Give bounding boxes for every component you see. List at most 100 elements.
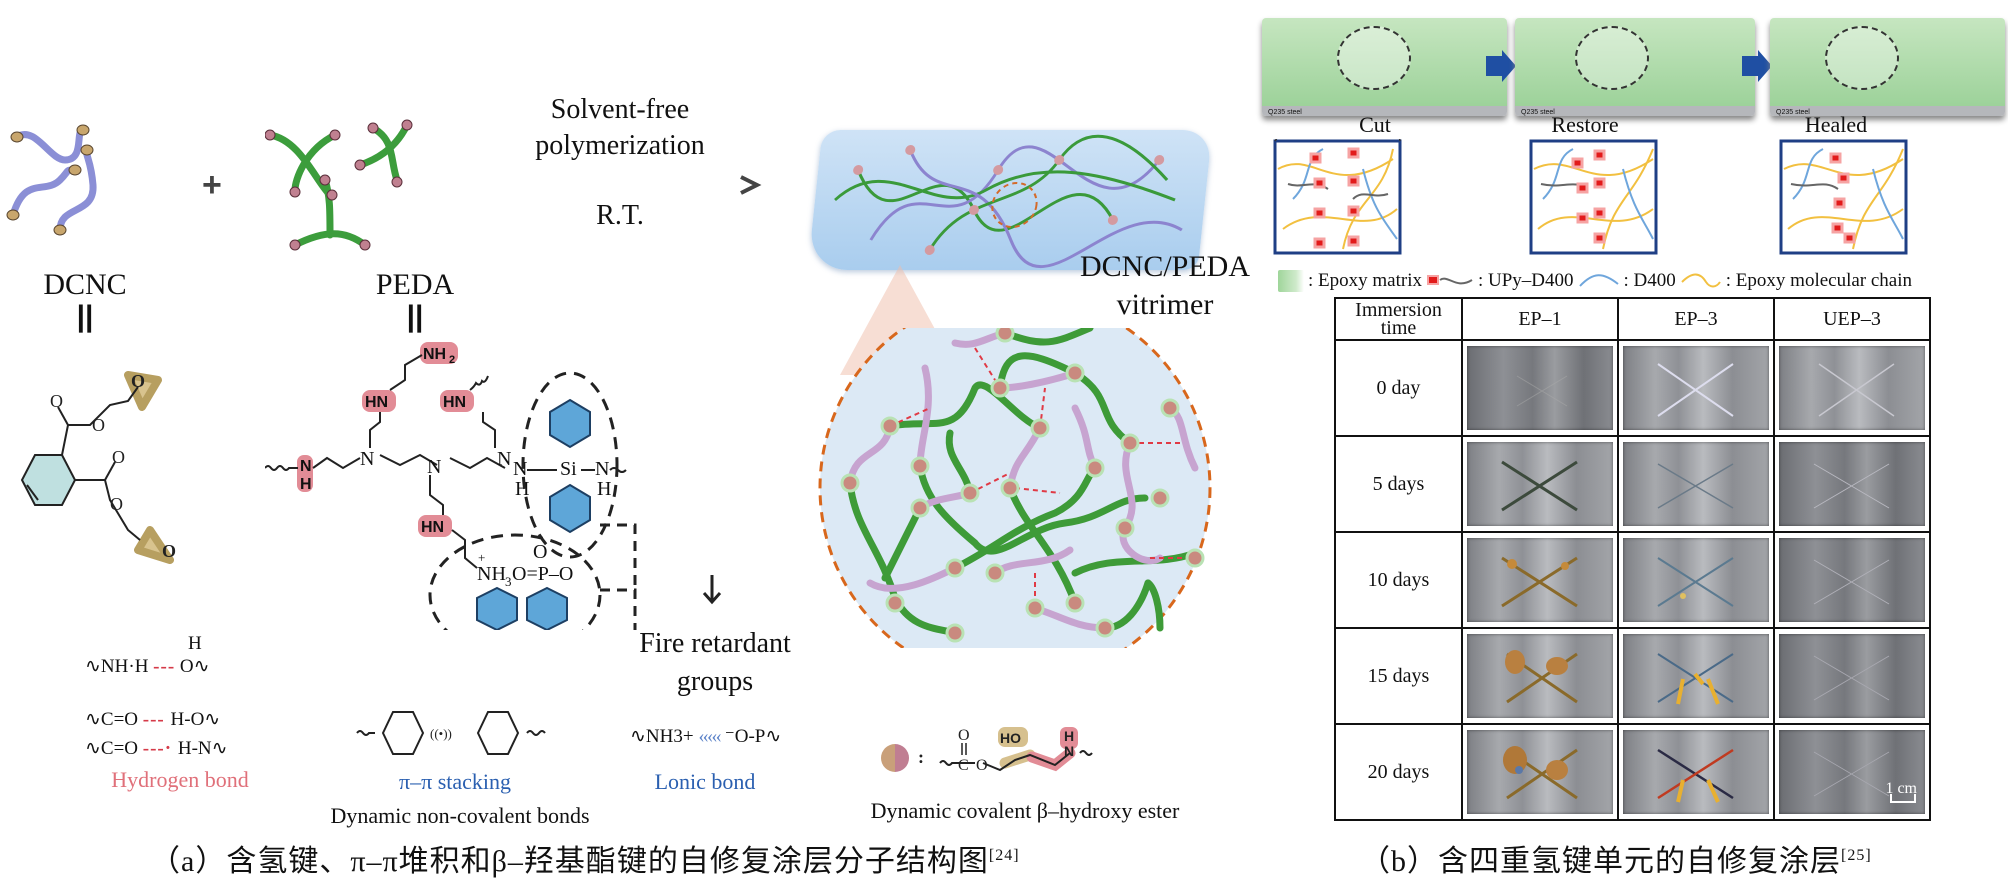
- epoxy-matrix-swatch: [1278, 270, 1304, 292]
- table-row: 0 day: [1334, 339, 1931, 437]
- svg-text:((•)): ((•)): [430, 726, 452, 741]
- svg-text:N: N: [1064, 743, 1074, 759]
- sample-photo: 1 cm: [1779, 730, 1925, 814]
- fire-retardant-line1: Fire retardant: [639, 628, 791, 659]
- sample-photo: [1779, 346, 1925, 430]
- reaction-arrow: [505, 175, 762, 195]
- sample-photo: [1779, 538, 1925, 622]
- vitrimer-label-line1: DCNC/PEDA: [1079, 250, 1251, 283]
- hbond-row1-h: H: [188, 633, 202, 654]
- table-row: 15 days: [1334, 627, 1931, 725]
- svg-text:N: N: [497, 448, 511, 470]
- zoom-circle: [1337, 26, 1411, 90]
- network-magnified-circle: [818, 328, 1212, 648]
- svg-text:2: 2: [449, 354, 455, 366]
- hbond-row-3: ∿C=O ---· H-N∿: [85, 738, 228, 759]
- plus-sign: +: [202, 166, 222, 204]
- substrate-label: Q235 steel: [1268, 109, 1302, 116]
- caption-b-text: （b）含四重氢键单元的自修复涂层: [1360, 845, 1841, 878]
- polymerization-text: polymerization: [535, 130, 705, 161]
- hbond-row1-right: O: [179, 656, 194, 677]
- fire-retardant-line2: groups: [676, 666, 754, 697]
- caption-a: （a）含氢键、π–π堆积和β–羟基酯键的自修复涂层分子结构图[24]: [150, 836, 1020, 880]
- legend-epoxy-matrix: : Epoxy matrix: [1308, 270, 1422, 291]
- dcnc-equivalence: ||: [76, 300, 94, 333]
- room-temp-label: R.T.: [596, 200, 644, 231]
- pi-stacking-label: π–π stacking: [398, 769, 512, 794]
- svg-text:N: N: [427, 456, 441, 478]
- time-cell: 10 days: [1334, 531, 1463, 629]
- ionic-bond-label: Lonic bond: [654, 769, 756, 794]
- time-cell: 0 day: [1334, 339, 1463, 437]
- stage-restore-panel: Q235 steel: [1515, 18, 1755, 116]
- hbond-row3-right: H-N: [177, 738, 212, 759]
- vitrimer-block: [807, 130, 1213, 270]
- svg-text:HN: HN: [421, 519, 444, 536]
- sample-photo: [1467, 442, 1613, 526]
- hbond-row-2: ∿C=O --- H-O∿: [85, 709, 221, 730]
- svg-text:O: O: [131, 371, 145, 391]
- svg-text:HN: HN: [365, 394, 388, 411]
- stage-healed-panel: Q235 steel: [1770, 18, 2005, 116]
- time-cell: 20 days: [1334, 723, 1463, 821]
- svg-text:H: H: [515, 478, 529, 500]
- covalent-label: Dynamic covalent β–hydroxy ester: [870, 798, 1180, 823]
- sample-photo: [1623, 346, 1769, 430]
- caption-b-ref: [25]: [1841, 847, 1872, 864]
- sample-photo: [1467, 346, 1613, 430]
- fire-retardant-arrow: [702, 575, 722, 605]
- caption-a-text: （a）含氢键、π–π堆积和β–羟基酯键的自修复涂层分子结构图: [150, 845, 989, 878]
- svg-text:HO: HO: [1000, 730, 1021, 746]
- dcnc-chains-illustration: [6, 124, 97, 236]
- dcnc-label: DCNC: [43, 268, 127, 301]
- hbond-row2-right: H-O: [170, 709, 205, 730]
- svg-text:NH: NH: [423, 346, 446, 363]
- d400-swatch: [1578, 274, 1619, 287]
- hbond-dash: ---: [153, 656, 176, 677]
- svg-text:O: O: [112, 447, 125, 467]
- peda-label: PEDA: [375, 268, 455, 301]
- upy-d400-swatch: [1426, 275, 1473, 285]
- table-row: 5 days: [1334, 435, 1931, 533]
- svg-text:NH: NH: [477, 563, 506, 585]
- svg-text:O: O: [162, 541, 176, 561]
- hydrogen-bond-label: Hydrogen bond: [111, 767, 249, 792]
- svg-text:O: O: [92, 415, 105, 435]
- svg-text:3: 3: [505, 574, 512, 589]
- svg-text:O: O: [976, 757, 988, 774]
- svg-text:N: N: [360, 448, 374, 470]
- network-strands: [834, 134, 1183, 268]
- ionic-left: NH3+: [645, 726, 694, 747]
- sample-photo: [1779, 442, 1925, 526]
- svg-text:Si: Si: [560, 458, 577, 480]
- zoom-circle: [1575, 26, 1649, 90]
- hbond-dash: ---: [142, 709, 171, 730]
- svg-text:O: O: [958, 727, 970, 744]
- table-row: 20 days 1 cm: [1334, 723, 1931, 821]
- hbond-row-1: H ∿NH·H --- O∿: [85, 633, 210, 677]
- caption-a-ref: [24]: [988, 847, 1020, 864]
- legend-b: : Epoxy matrix : UPy–D400 : D400 : Epoxy…: [1278, 270, 1912, 292]
- peda-chains-illustration: [265, 119, 413, 251]
- svg-text:N: N: [513, 458, 527, 480]
- ionic-attraction-icon: ‹‹‹‹‹: [698, 726, 722, 747]
- molecular-detail-boxes: [1273, 139, 1908, 255]
- time-cell: 5 days: [1334, 435, 1463, 533]
- arrow-right-icon: [1742, 50, 1772, 82]
- svg-text:HN: HN: [443, 394, 466, 411]
- zoom-circle: [1825, 26, 1899, 90]
- svg-text:N: N: [595, 458, 609, 480]
- svg-text:H: H: [1064, 728, 1074, 744]
- vitrimer-label: DCNC/PEDA vitrimer: [1065, 248, 1265, 324]
- svg-text:O: O: [110, 494, 123, 514]
- sample-photo: [1779, 634, 1925, 718]
- substrate-label: Q235 steel: [1521, 109, 1555, 116]
- svg-text:C: C: [958, 757, 969, 774]
- arrow-condition-label: Solvent-free polymerization: [505, 92, 735, 164]
- svg-text:O=P–O: O=P–O: [512, 563, 573, 585]
- hbond-row2-left: C=O: [100, 709, 139, 730]
- legend-d400: : D400: [1623, 270, 1676, 291]
- sample-photo: [1623, 730, 1769, 814]
